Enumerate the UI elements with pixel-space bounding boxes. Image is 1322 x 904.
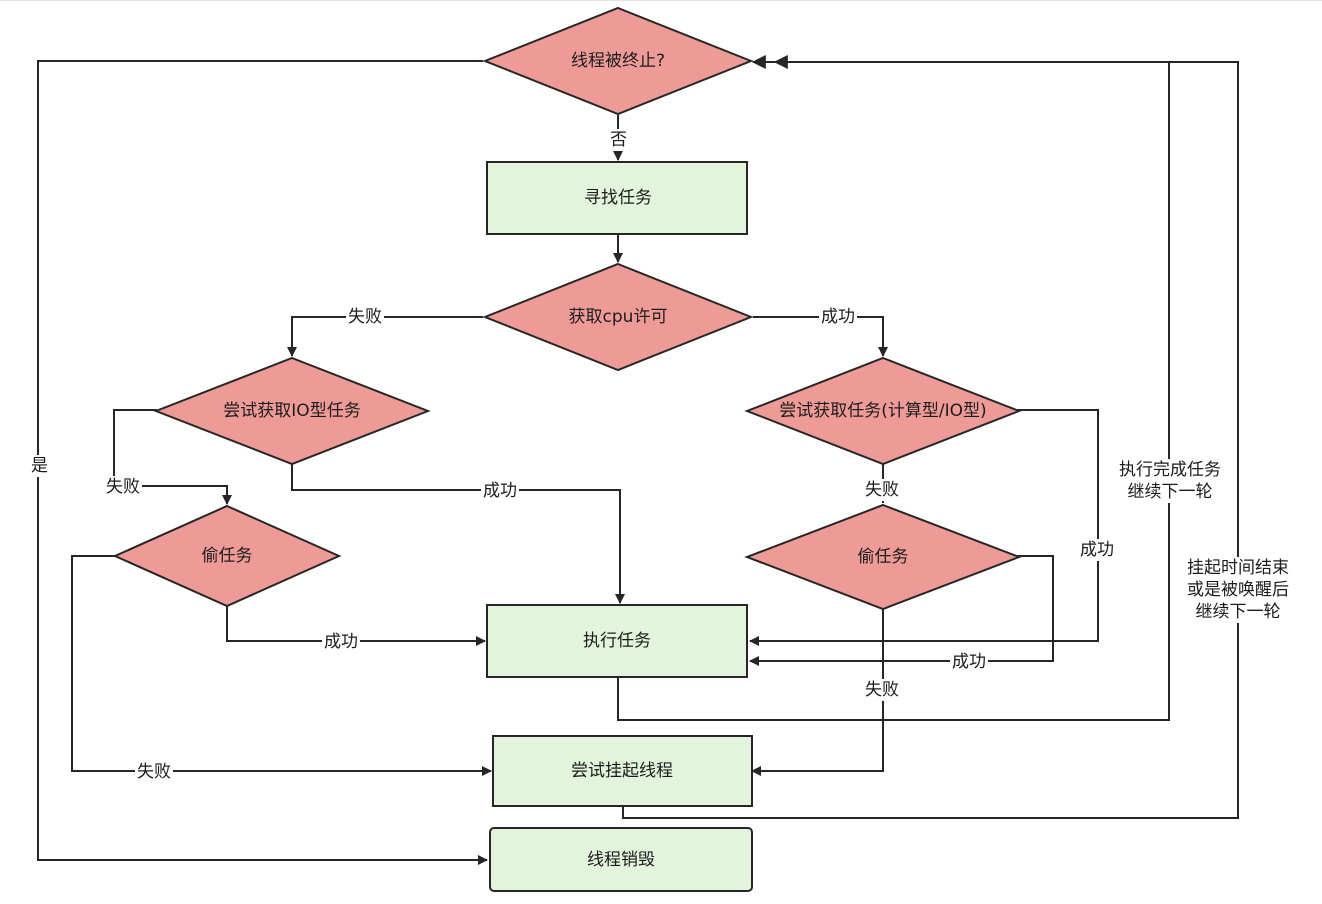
- label-io-success: 成功: [481, 480, 519, 502]
- label-io-fail: 失败: [104, 476, 142, 498]
- node-try-task-text: 尝试获取任务(计算型/IO型): [779, 401, 987, 421]
- label-task-fail: 失败: [863, 479, 901, 501]
- decision-get-cpu: [482, 262, 754, 372]
- edge-cpu-success: [753, 316, 888, 357]
- process-find-task: [486, 161, 748, 235]
- decision-steal-left: [112, 504, 342, 608]
- edge-steal-left-success: [226, 605, 486, 646]
- edge-suspend-loop: [622, 55, 1239, 819]
- node-steal-left-text: 偷任务: [201, 546, 253, 566]
- label-suspend-end-line3: 继续下一轮: [1195, 602, 1281, 622]
- node-find-task-text: 寻找任务: [584, 188, 652, 208]
- decision-try-io: [153, 356, 431, 466]
- node-try-io-text: 尝试获取IO型任务: [223, 401, 361, 421]
- decision-steal-right: [744, 503, 1022, 611]
- decision-terminated: [482, 6, 754, 116]
- decision-try-task: [744, 356, 1022, 466]
- edge-steal-right-success: [749, 555, 1054, 666]
- label-exec-done: 执行完成任务 继续下一轮: [1111, 459, 1229, 503]
- label-task-success: 成功: [1078, 539, 1116, 561]
- node-suspend-text: 尝试挂起线程: [571, 761, 673, 781]
- label-steal-right-fail: 失败: [863, 679, 901, 701]
- node-terminated-text: 线程被终止?: [570, 51, 666, 71]
- node-steal-right-text: 偷任务: [857, 547, 909, 567]
- label-cpu-success: 成功: [819, 306, 857, 328]
- top-border: [0, 0, 1322, 1]
- label-cpu-fail: 失败: [346, 306, 384, 328]
- edge-yes: [37, 60, 488, 865]
- label-suspend-end-line2: 或是被唤醒后: [1187, 580, 1289, 600]
- edge-io-success: [291, 463, 625, 604]
- node-execute-text: 执行任务: [583, 631, 651, 651]
- edge-task-success: [749, 409, 1099, 646]
- label-steal-left-fail: 失败: [135, 761, 173, 783]
- edge-steal-right-fail: [751, 608, 884, 776]
- process-destroy: [489, 827, 753, 892]
- label-yes: 是: [29, 455, 50, 477]
- edge-steal-left-fail: [71, 555, 492, 776]
- label-exec-done-line1: 执行完成任务: [1119, 460, 1221, 480]
- process-execute: [486, 604, 748, 678]
- label-steal-left-success: 成功: [322, 631, 360, 653]
- label-no: 否: [608, 129, 629, 151]
- label-suspend-end-line1: 挂起时间结束: [1187, 558, 1289, 578]
- edge-cpu-fail: [287, 316, 483, 357]
- label-exec-done-line2: 继续下一轮: [1127, 482, 1213, 502]
- node-destroy-text: 线程销毁: [587, 850, 655, 870]
- label-suspend-end: 挂起时间结束 或是被唤醒后 继续下一轮: [1178, 557, 1298, 623]
- process-suspend: [492, 735, 753, 807]
- label-steal-right-success: 成功: [950, 651, 988, 673]
- node-get-cpu-text: 获取cpu许可: [568, 307, 668, 327]
